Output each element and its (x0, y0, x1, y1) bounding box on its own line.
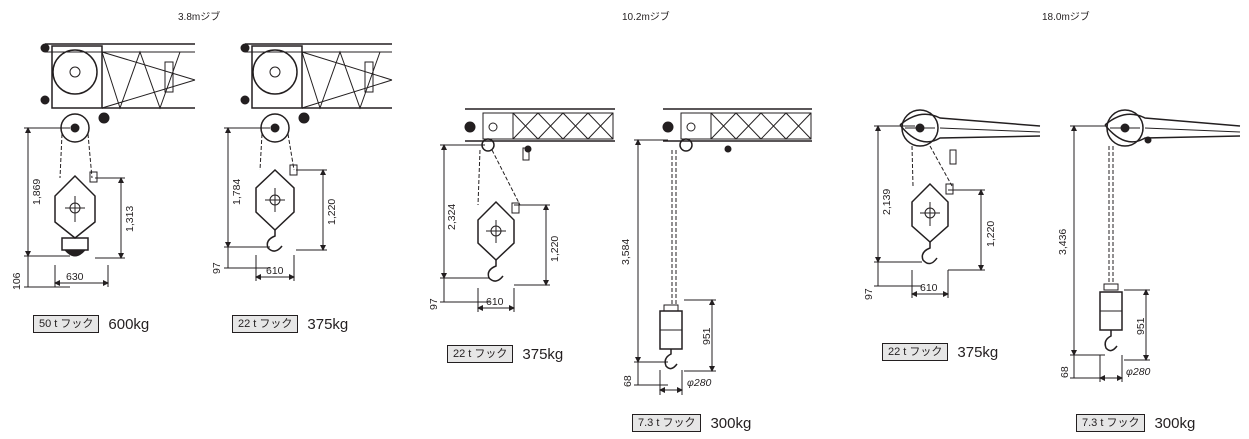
dim-block-height-5: 1,220 (985, 221, 997, 247)
jib-drawing-10-2m-7-3t (634, 108, 812, 395)
jib-drawing-3-8m-22t (224, 43, 393, 281)
dim-width-3: 610 (486, 296, 504, 308)
dim-block-height-2: 1,220 (326, 199, 338, 225)
dim-total-height-2: 1,784 (231, 179, 243, 205)
dim-diameter-4: φ280 (687, 377, 712, 389)
dim-block-height-1: 1,313 (124, 206, 136, 232)
hook-label: 22 t フック (882, 343, 949, 361)
dim-block-height-3: 1,220 (549, 236, 561, 262)
section-title-3-8m-jib: 3.8mジブ (178, 12, 221, 23)
dim-total-height-1: 1,869 (31, 179, 43, 205)
dim-total-height-4: 3,584 (620, 239, 632, 265)
hook-label: 7.3 t フック (1076, 414, 1146, 432)
hook-label: 7.3 t フック (632, 414, 702, 432)
jib-drawing-18-0m-22t (874, 109, 1041, 298)
hook-weight: 300kg (710, 414, 752, 432)
jib-drawing-3-8m-50t (24, 43, 196, 288)
jib-drawing-18-0m-7-3t (1070, 109, 1241, 382)
hook-weight: 300kg (1154, 414, 1196, 432)
dim-total-height-6: 3,436 (1057, 229, 1069, 255)
dim-bottom-2: 97 (211, 262, 223, 274)
dim-width-5: 610 (920, 282, 938, 294)
hook-weight: 375kg (307, 315, 349, 333)
hook-tag-3: 22 t フック 375kg (447, 345, 563, 363)
section-title-18-0m-jib: 18.0mジブ (1042, 12, 1090, 23)
jib-drawing-10-2m-22t (440, 108, 615, 312)
dim-block-height-4: 951 (701, 327, 713, 345)
dim-bottom-4: 68 (622, 375, 634, 387)
dim-width-1: 630 (66, 271, 84, 283)
hook-tag-6: 7.3 t フック 300kg (1076, 414, 1195, 432)
hook-weight: 375kg (522, 345, 564, 363)
hook-label: 50 t フック (33, 315, 100, 333)
dim-bottom-1: 106 (11, 272, 23, 290)
hook-tag-2: 22 t フック 375kg (232, 315, 348, 333)
hook-weight: 600kg (108, 315, 150, 333)
dim-diameter-6: φ280 (1126, 366, 1151, 378)
hook-label: 22 t フック (232, 315, 299, 333)
dim-total-height-5: 2,139 (881, 189, 893, 215)
hook-weight: 375kg (957, 343, 999, 361)
dim-width-2: 610 (266, 265, 284, 277)
hook-tag-4: 7.3 t フック 300kg (632, 414, 751, 432)
dim-total-height-3: 2,324 (446, 204, 458, 230)
dim-bottom-5: 97 (863, 288, 875, 300)
dim-bottom-3: 97 (428, 298, 440, 310)
dim-block-height-6: 951 (1135, 317, 1147, 335)
dim-bottom-6: 68 (1059, 366, 1071, 378)
section-title-10-2m-jib: 10.2mジブ (622, 12, 670, 23)
hook-tag-1: 50 t フック 600kg (33, 315, 149, 333)
hook-tag-5: 22 t フック 375kg (882, 343, 998, 361)
hook-label: 22 t フック (447, 345, 514, 363)
